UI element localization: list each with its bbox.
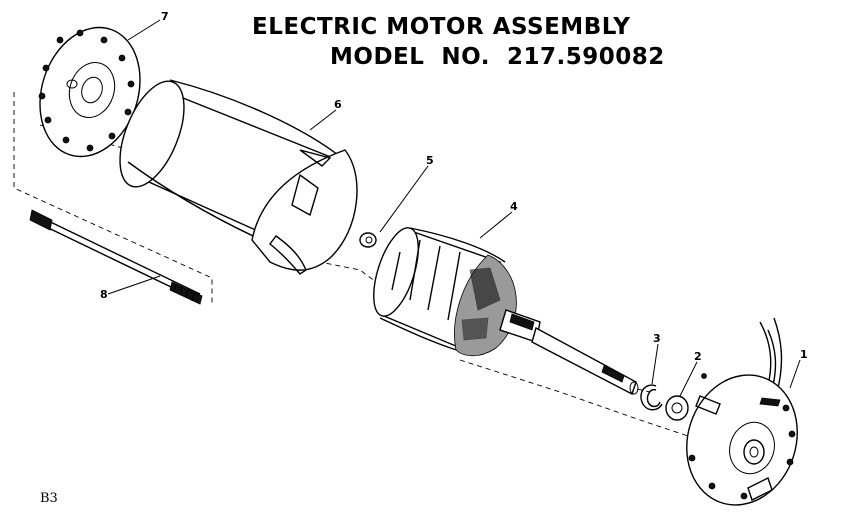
callout-part-7: 7: [161, 10, 169, 23]
callout-part-2: 2: [694, 350, 702, 363]
reference-code: B3: [40, 491, 58, 506]
callout-part-5: 5: [426, 154, 434, 167]
callout-part-4: 4: [510, 200, 518, 213]
retaining-ring-part-3: [640, 384, 663, 411]
callout-leaders: [107, 19, 801, 397]
model-number: MODEL NO. 217.590082: [330, 44, 665, 70]
armature-part-4: [373, 227, 639, 395]
callout-part-3: 3: [653, 332, 661, 345]
end-bell-part-1: [686, 317, 798, 506]
washer-part-2: [665, 395, 689, 421]
through-bolt-part-8: [29, 209, 203, 305]
end-cap-plate-part-7: [38, 26, 141, 158]
diagram-title: ELECTRIC MOTOR ASSEMBLY: [252, 14, 630, 40]
callout-part-1: 1: [800, 348, 808, 361]
callout-part-8: 8: [100, 288, 108, 301]
assembly-guide-lines: [13, 92, 701, 441]
spacer-washer-part-5: [359, 232, 377, 248]
callout-part-6: 6: [334, 98, 342, 111]
motor-housing-part-6: [119, 79, 358, 275]
